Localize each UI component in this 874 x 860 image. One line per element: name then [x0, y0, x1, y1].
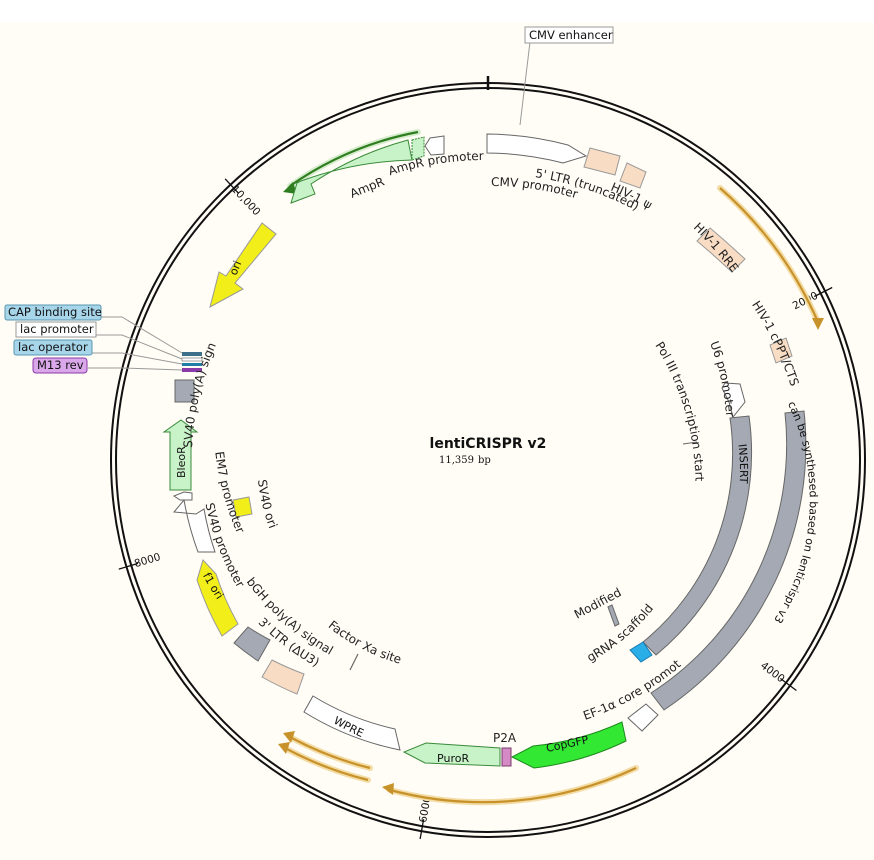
p2a-feature	[501, 747, 512, 767]
primer-arc-bottom	[389, 767, 637, 804]
u6-promoter-feature	[721, 382, 746, 419]
em7-promoter-feature	[172, 491, 193, 501]
wpre-feature	[303, 695, 401, 751]
bleor-label: BleoR	[175, 446, 188, 478]
lac-promoter-feature	[181, 357, 203, 362]
sv40-promoter-feature	[173, 498, 216, 553]
cap-site-label-box	[4, 304, 102, 321]
lac-operator-feature	[182, 363, 202, 366]
sv40-ori-feature	[232, 496, 253, 518]
ampr-extension	[411, 136, 425, 161]
primer-arc-bottom-head	[382, 783, 394, 795]
lac-operator-label-box	[13, 339, 93, 356]
primer-arc-wpre-1	[289, 736, 371, 770]
primer-arc-wpre-2	[284, 747, 369, 782]
primer-arc-ampr	[289, 130, 419, 187]
ltr5-feature	[583, 147, 621, 176]
puror-feature	[402, 742, 501, 767]
cmv-promoter-feature	[486, 133, 588, 164]
puror-label: PuroR	[437, 752, 469, 765]
tick-mark	[780, 677, 797, 692]
lac-promoter-label-box	[15, 321, 97, 338]
m13rev-feature	[182, 368, 202, 372]
lac-operator-leader	[92, 352, 183, 365]
primer-arc-ampr-head	[283, 182, 297, 194]
lac-operator-label: lac operator	[18, 340, 88, 354]
hiv-psi-feature	[619, 162, 647, 189]
grna-scaffold-feature	[629, 641, 653, 663]
ori-label: ori	[227, 259, 245, 277]
bleor-feature	[162, 419, 199, 491]
insert-feature	[642, 415, 753, 656]
factor-xa-site	[349, 653, 359, 671]
hiv-cppt-feature	[769, 337, 793, 364]
cap-site-feature	[182, 352, 202, 356]
hiv-rre-feature	[696, 227, 746, 273]
m13rev-label-box	[32, 357, 88, 374]
lac-promoter-leader	[96, 334, 183, 360]
tick-label: 6000	[417, 795, 434, 823]
tick-mark	[419, 819, 425, 840]
bgh-polya-feature	[233, 626, 271, 662]
copgfp-feature	[510, 721, 627, 769]
f1-ori-feature	[196, 559, 239, 637]
tick-mark	[224, 178, 240, 194]
ampr-feature	[290, 139, 413, 204]
cmv-enhancer-leader	[519, 41, 531, 126]
ef1a-promoter-feature	[627, 703, 659, 732]
map-background	[0, 22, 874, 860]
primer-arc-right-head	[812, 318, 824, 330]
tick-mark	[118, 562, 139, 570]
primer-arc-wpre-2-head	[278, 742, 290, 754]
cmv-enhancer-label-box	[524, 26, 614, 44]
insert-label: INSERT	[736, 443, 751, 484]
modified-feature	[607, 604, 620, 627]
plasmid-title: lentiCRISPR v2	[430, 436, 547, 452]
cmv-enhancer-label: CMV enhancer	[529, 28, 613, 42]
m13rev-leader	[88, 367, 183, 371]
ampr-promoter-feature	[424, 135, 445, 156]
cap-site-leader	[100, 316, 183, 354]
p2a-label: P2A	[493, 731, 517, 745]
plasmid-length-value: 11,359	[439, 455, 474, 466]
tick-mark	[814, 286, 833, 298]
primer-arc-wpre-1-head	[283, 731, 295, 743]
m13rev-label: M13 rev	[37, 358, 84, 372]
plasmid-length-unit: bp	[478, 455, 491, 466]
lenticrispr-v3-region	[650, 410, 807, 711]
ltr3-feature	[261, 659, 305, 695]
cap-site-label: CAP binding site	[8, 305, 102, 319]
sv40-polya-feature	[174, 379, 195, 403]
lac-promoter-label: lac promoter	[20, 322, 94, 336]
pol3-start-marker	[682, 441, 698, 445]
primer-arc-right	[719, 187, 820, 323]
ori-feature	[209, 222, 277, 308]
